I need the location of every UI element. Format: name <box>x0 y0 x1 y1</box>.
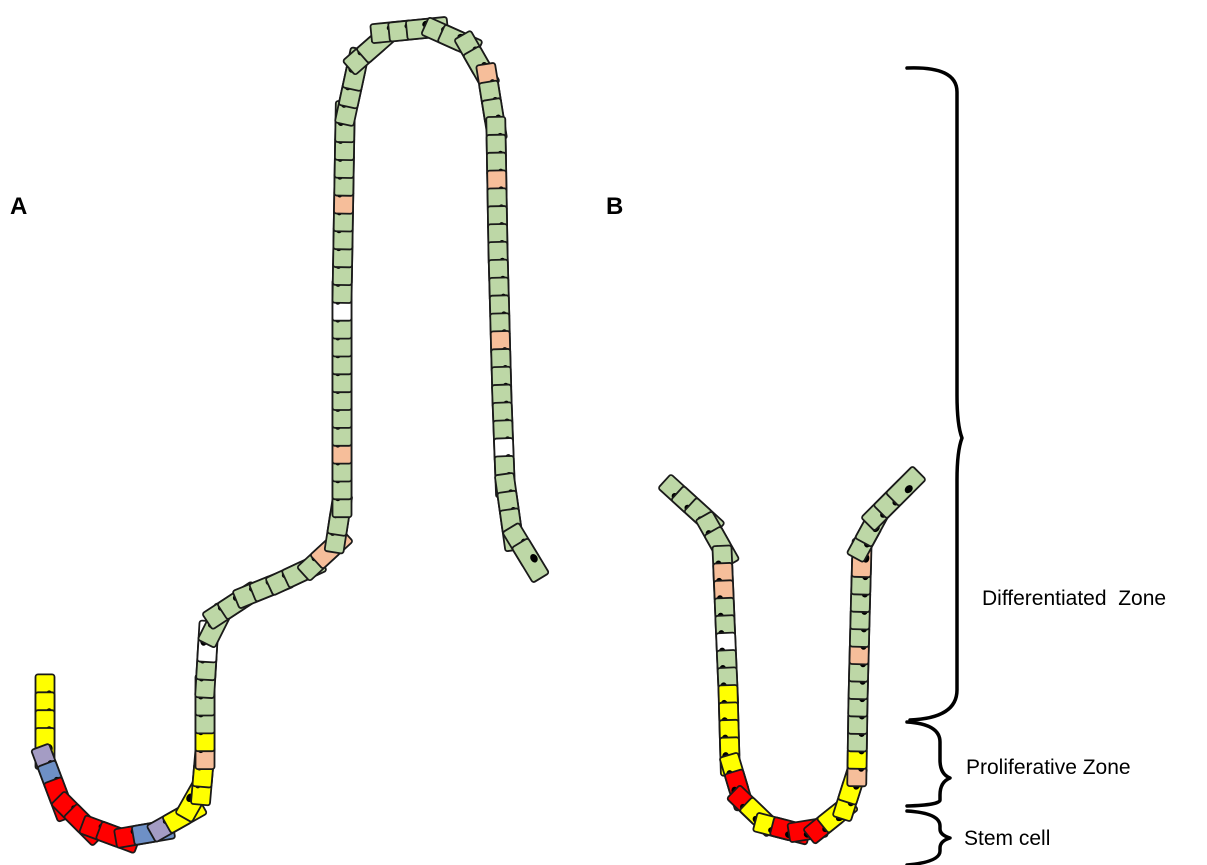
proliferative-zone-label: Proliferative Zone <box>966 756 1131 780</box>
zone-brackets <box>907 68 962 865</box>
panel-b-epithelium <box>658 466 926 845</box>
panel-a-epithelium <box>31 17 549 854</box>
panel-b-label: B <box>606 193 623 221</box>
proliferative-zone-bracket <box>907 722 950 806</box>
differentiated-cell <box>512 538 549 583</box>
stem-cell-bracket <box>907 811 950 865</box>
differentiated-zone-label: Differentiated Zone <box>982 587 1166 611</box>
stem-cell-label: Stem cell <box>964 827 1050 851</box>
panel-a-label: A <box>10 193 27 221</box>
differentiated-zone-bracket <box>907 68 962 720</box>
